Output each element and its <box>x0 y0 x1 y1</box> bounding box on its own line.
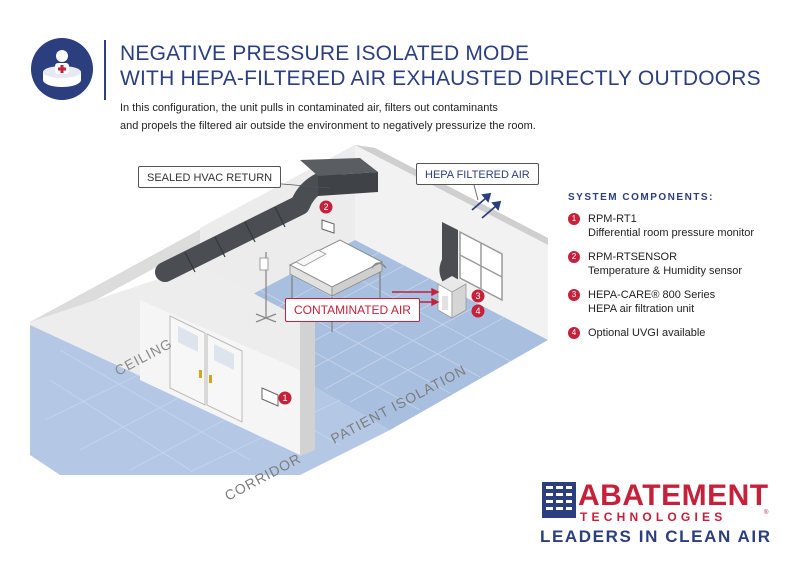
component-number: 1 <box>568 213 580 225</box>
svg-text:2: 2 <box>323 202 328 212</box>
svg-text:3: 3 <box>475 291 480 301</box>
contaminated-air-arrows <box>392 287 440 307</box>
iv-stand <box>255 252 277 323</box>
component-number: 4 <box>568 327 580 339</box>
hepa-filtration-unit <box>437 276 467 319</box>
component-name: Optional UVGI available <box>588 327 706 339</box>
svg-text:4: 4 <box>475 306 480 316</box>
right-wall-top <box>355 145 548 245</box>
room-illustration: CEILING CORRIDOR PATIENT ISOLATION 1 2 3… <box>30 145 548 504</box>
page-title-line-2: WITH HEPA-FILTERED AIR EXHAUSTED DIRECTL… <box>120 67 761 90</box>
marker-1: 1 <box>278 391 292 405</box>
marker-4: 4 <box>471 304 485 318</box>
description-line-2: and propels the filtered air outside the… <box>120 120 536 132</box>
header-divider <box>104 40 106 100</box>
hvac-duct <box>155 158 378 282</box>
component-number: 3 <box>568 289 580 301</box>
brand-tagline: LEADERS IN CLEAN AIR <box>540 527 772 546</box>
component-name: RPM-RT1 <box>588 213 637 225</box>
marker-3: 3 <box>471 289 485 303</box>
callout-hepa-filtered-air: HEPA FILTERED AIR <box>416 163 539 185</box>
components-title: SYSTEM COMPONENTS: <box>568 192 714 203</box>
svg-text:1: 1 <box>282 393 287 403</box>
callout-contaminated-air: CONTAMINATED AIR <box>285 298 420 322</box>
description-line-1: In this configuration, the unit pulls in… <box>120 102 498 114</box>
patient-isolation-icon <box>31 38 93 100</box>
marker-2: 2 <box>319 200 333 214</box>
component-item: 2 RPM-RTSENSOR Temperature & Humidity se… <box>568 250 793 278</box>
component-description: Differential room pressure monitor <box>588 227 755 239</box>
system-components: SYSTEM COMPONENTS: 1 RPM-RT1 Differentia… <box>568 192 793 350</box>
component-item: 3 HEPA-CARE® 800 Series HEPA air filtrat… <box>568 288 793 316</box>
component-description: HEPA air filtration unit <box>588 303 695 315</box>
component-number: 2 <box>568 251 580 263</box>
partition-edge <box>300 312 315 456</box>
exhaust-hose <box>439 231 457 287</box>
pressure-monitor <box>261 387 279 407</box>
abatement-logo: ABATEMENT TECHNOLOGIES ® <box>538 480 778 550</box>
component-name: RPM-RTSENSOR <box>588 251 678 263</box>
filtered-air-arrows <box>471 192 502 219</box>
logo-building-icon <box>542 482 576 518</box>
page-title-line-1: NEGATIVE PRESSURE ISOLATED MODE <box>120 42 530 65</box>
brand-name: ABATEMENT <box>578 479 769 512</box>
component-item: 1 RPM-RT1 Differential room pressure mon… <box>568 212 793 240</box>
callout-sealed-hvac-return: SEALED HVAC RETURN <box>138 166 282 188</box>
registered-mark: ® <box>764 510 769 516</box>
component-item: 4 Optional UVGI available <box>568 326 793 340</box>
brand-subtitle: TECHNOLOGIES <box>580 510 727 524</box>
component-description: Temperature & Humidity sensor <box>588 265 743 277</box>
component-name: HEPA-CARE® 800 Series <box>588 289 716 301</box>
temperature-sensor <box>321 219 335 234</box>
